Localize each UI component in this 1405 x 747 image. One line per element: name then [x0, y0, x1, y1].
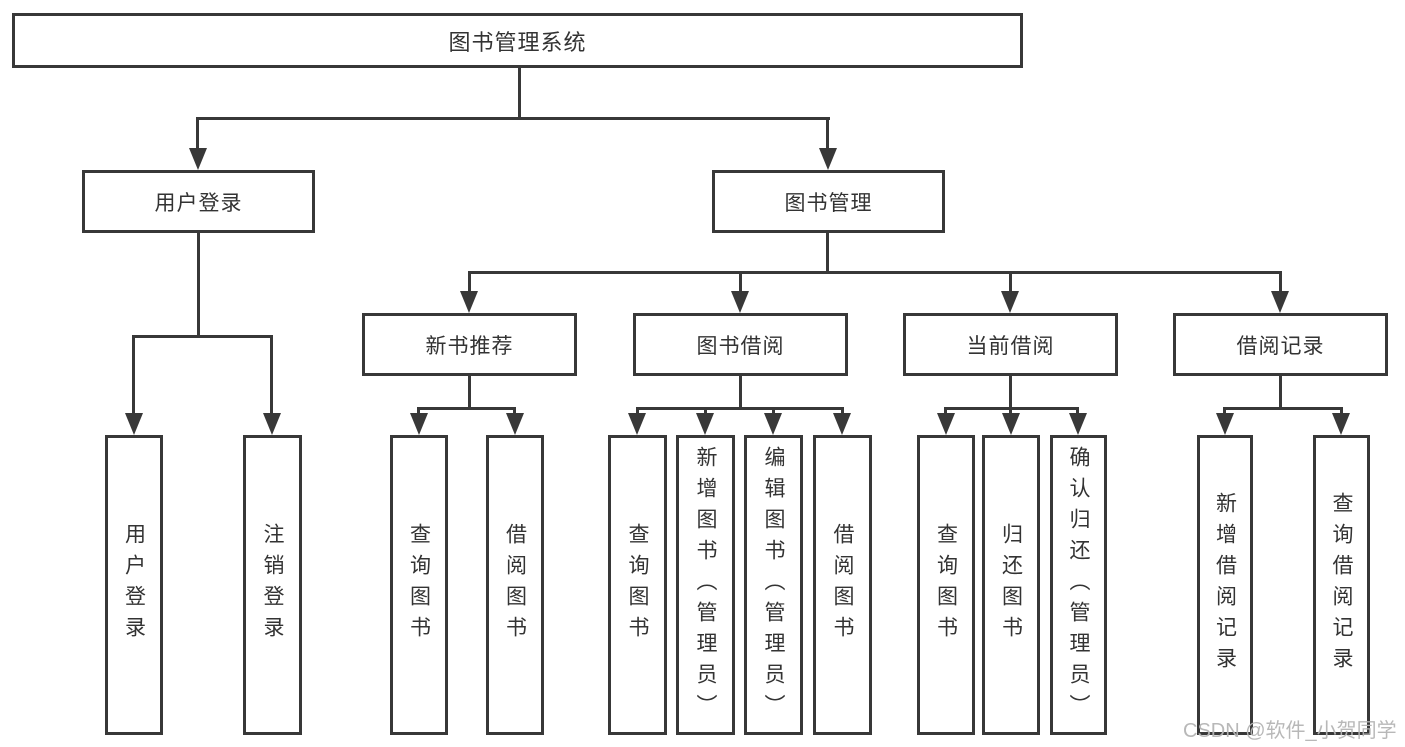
leaf-add-borrow-record: 新增借阅记录: [1197, 435, 1253, 735]
arrow-down-icon: [819, 148, 837, 170]
connector-line: [1279, 376, 1282, 407]
leaf-query-books-recommend: 查询图书: [390, 435, 448, 735]
connector-line: [1009, 376, 1012, 407]
leaf-query-books-current: 查询图书: [917, 435, 975, 735]
arrow-down-icon: [1069, 413, 1087, 435]
leaf-user-login: 用户登录: [105, 435, 163, 735]
arrow-down-icon: [1002, 413, 1020, 435]
leaf-query-books-borrowing: 查询图书: [608, 435, 667, 735]
leaf-borrow-books-recommend: 借阅图书: [486, 435, 544, 735]
leaf-query-borrow-record: 查询借阅记录: [1313, 435, 1370, 735]
arrow-down-icon: [833, 413, 851, 435]
connector-line: [132, 335, 135, 413]
arrow-down-icon: [696, 413, 714, 435]
connector-line: [739, 271, 742, 292]
connector-line: [826, 117, 829, 148]
arrow-down-icon: [1216, 413, 1234, 435]
arrow-down-icon: [1271, 291, 1289, 313]
connector-line: [704, 407, 707, 415]
connector-line: [197, 233, 200, 335]
connector-line: [513, 407, 516, 415]
leaf-borrow-books-borrowing: 借阅图书: [813, 435, 872, 735]
connector-line: [1279, 271, 1282, 292]
connector-line: [132, 335, 273, 338]
arrow-down-icon: [460, 291, 478, 313]
node-user-login: 用户登录: [82, 170, 315, 233]
connector-line: [196, 117, 199, 148]
node-book-management: 图书管理: [712, 170, 945, 233]
arrow-down-icon: [1001, 291, 1019, 313]
connector-line: [944, 407, 947, 415]
arrow-down-icon: [125, 413, 143, 435]
node-book-borrowing: 图书借阅: [633, 313, 848, 376]
arrow-down-icon: [189, 148, 207, 170]
watermark: CSDN @软件_小贺同学: [1183, 720, 1397, 742]
connector-line: [636, 407, 844, 410]
connector-line: [1340, 407, 1343, 415]
leaf-return-books: 归还图书: [982, 435, 1040, 735]
connector-line: [826, 232, 829, 271]
arrow-down-icon: [1332, 413, 1350, 435]
connector-line: [468, 271, 1282, 274]
arrow-down-icon: [628, 413, 646, 435]
connector-line: [270, 335, 273, 413]
leaf-add-books-admin: 新增图书（管理员）: [676, 435, 735, 735]
connector-line: [1223, 407, 1343, 410]
node-borrowing-records: 借阅记录: [1173, 313, 1388, 376]
connector-line: [1009, 271, 1012, 292]
connector-line: [518, 68, 521, 117]
leaf-edit-books-admin: 编辑图书（管理员）: [744, 435, 803, 735]
connector-line: [841, 407, 844, 415]
arrow-down-icon: [764, 413, 782, 435]
leaf-logout: 注销登录: [243, 435, 302, 735]
arrow-down-icon: [263, 413, 281, 435]
connector-line: [739, 376, 742, 407]
connector-line: [772, 407, 775, 415]
arrow-down-icon: [731, 291, 749, 313]
connector-line: [1009, 407, 1012, 415]
connector-line: [1223, 407, 1226, 415]
node-new-book-recommendation: 新书推荐: [362, 313, 577, 376]
arrow-down-icon: [410, 413, 428, 435]
connector-line: [417, 407, 420, 415]
connector-line: [417, 407, 516, 410]
connector-line: [468, 376, 471, 407]
connector-line: [196, 117, 830, 120]
connector-line: [636, 407, 639, 415]
arrow-down-icon: [937, 413, 955, 435]
connector-line: [468, 271, 471, 292]
arrow-down-icon: [506, 413, 524, 435]
node-library-management-system: 图书管理系统: [12, 13, 1023, 68]
node-current-borrowing: 当前借阅: [903, 313, 1118, 376]
connector-line: [1076, 407, 1079, 415]
leaf-confirm-return-admin: 确认归还（管理员）: [1050, 435, 1107, 735]
